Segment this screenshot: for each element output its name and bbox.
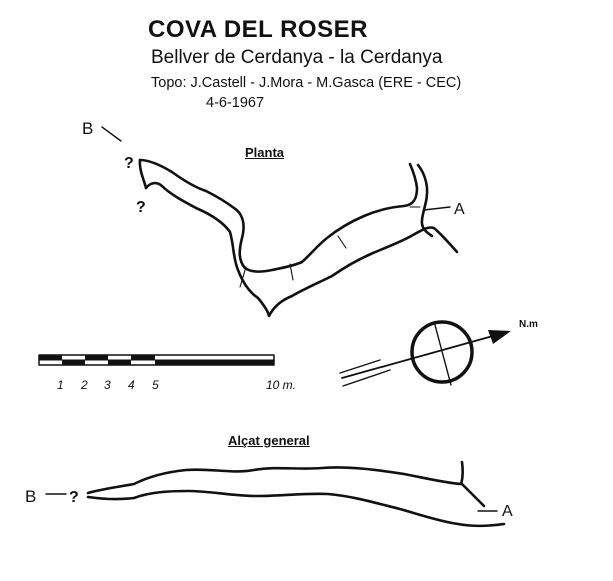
scale-segment-dark — [85, 355, 108, 360]
plan-unknown-mark: ? — [136, 199, 146, 216]
survey-credits: Topo: J.Castell - J.Mora - M.Gasca (ERE … — [151, 75, 462, 91]
scale-segment-dark — [62, 360, 85, 365]
section-entrance-wall — [460, 482, 486, 508]
north-arrow-axis — [341, 333, 501, 379]
plan-point-a-label: A — [454, 201, 465, 218]
plan-a-leader-line — [423, 206, 451, 211]
north-arrow-crossline — [434, 324, 452, 386]
section-view — [45, 460, 506, 528]
scale-tick-label: 5 — [152, 378, 159, 392]
scale-tick-label: 10 m. — [266, 378, 296, 392]
scale-tick-label: 2 — [80, 378, 88, 392]
plan-wall-lower — [144, 181, 459, 318]
cave-title: COVA DEL ROSER — [148, 16, 368, 43]
survey-date: 4-6-1967 — [206, 95, 265, 111]
scale-tick-label: 3 — [104, 378, 111, 392]
north-arrow-circle — [410, 320, 474, 384]
north-arrow-feather — [339, 359, 381, 374]
scale-segment-dark — [108, 360, 131, 365]
section-unknown-mark: ? — [69, 489, 79, 506]
section-point-b-label: B — [25, 487, 36, 506]
north-arrow-label: N.m — [519, 319, 538, 330]
plan-section-line — [289, 263, 294, 281]
section-floor — [86, 489, 506, 528]
section-ceiling — [86, 460, 464, 495]
north-arrow-feather — [342, 369, 391, 387]
plan-wall-entrance-side — [416, 163, 434, 238]
plan-unknown-mark: ? — [124, 155, 134, 172]
plan-passage-tip — [138, 158, 148, 190]
plan-section-line — [337, 235, 347, 249]
scale-segment-dark — [39, 355, 62, 360]
plan-heading: Planta — [245, 145, 285, 160]
scale-segment-dark — [131, 355, 155, 360]
scale-tick-label: 4 — [128, 378, 135, 392]
scale-segment-dark — [155, 360, 274, 365]
plan-view — [101, 126, 459, 318]
plan-section-line — [239, 266, 247, 288]
section-point-a-label: A — [502, 503, 513, 520]
north-arrow-head — [488, 330, 511, 344]
plan-point-b-label: B — [82, 119, 93, 138]
plan-b-leader-line — [101, 126, 122, 142]
section-heading: Alçat general — [228, 433, 310, 448]
scale-tick-label: 1 — [57, 378, 64, 392]
plan-wall-upper — [138, 158, 419, 273]
location-subtitle: Bellver de Cerdanya - la Cerdanya — [151, 47, 443, 68]
scale-bar — [38, 354, 275, 366]
north-arrow — [339, 320, 511, 387]
